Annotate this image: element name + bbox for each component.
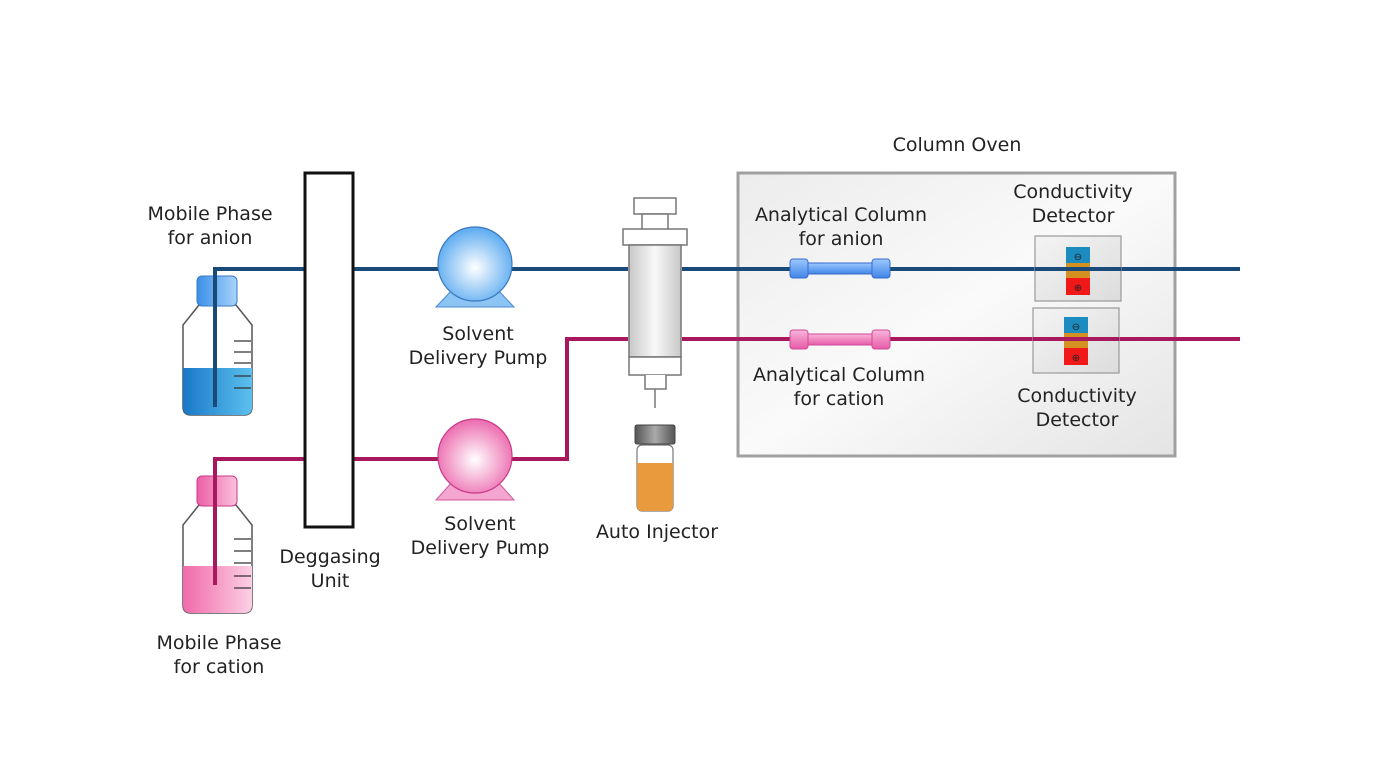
- pump-anion-icon: [434, 226, 516, 308]
- mobile-phase-anion-label-1: Mobile Phase: [147, 203, 272, 225]
- detector-anion-icon: ⊖ ⊕: [1034, 235, 1122, 302]
- detector-cation-label-1: Conductivity: [1017, 385, 1136, 407]
- detector-cation-label-2: Detector: [1036, 409, 1119, 431]
- pump-cation-label-2: Delivery Pump: [411, 537, 550, 559]
- degassing-unit-label-1: Deggasing: [279, 546, 380, 568]
- column-cation-label-2: for cation: [794, 388, 885, 410]
- degassing-unit: [303, 171, 355, 529]
- column-anion-icon: [789, 258, 891, 279]
- pump-anion-label-1: Solvent: [442, 323, 513, 345]
- detector-anion-negative-symbol: ⊖: [1074, 252, 1082, 263]
- column-cation-icon: [789, 329, 891, 350]
- pump-cation-label-1: Solvent: [444, 513, 515, 535]
- mobile-phase-cation-label-1: Mobile Phase: [156, 632, 281, 654]
- degassing-unit-label-2: Unit: [311, 570, 350, 592]
- pump-anion-label-2: Delivery Pump: [409, 347, 548, 369]
- mobile-phase-anion-label-2: for anion: [168, 227, 253, 249]
- column-cation-label-1: Analytical Column: [753, 364, 925, 386]
- detector-cation-positive-symbol: ⊕: [1072, 353, 1080, 364]
- auto-injector-label: Auto Injector: [596, 521, 718, 543]
- detector-anion-positive-symbol: ⊕: [1074, 283, 1082, 294]
- mobile-phase-cation-label-2: for cation: [174, 656, 265, 678]
- mobile-phase-cation-bottle: [182, 459, 253, 614]
- detector-cation-icon: ⊖ ⊕: [1032, 307, 1120, 374]
- pump-cation-icon: [434, 418, 516, 501]
- detector-anion-label-1: Conductivity: [1013, 181, 1132, 203]
- auto-injector-icon: [622, 197, 688, 408]
- column-oven-label: Column Oven: [893, 134, 1022, 156]
- sample-vial-icon: [634, 424, 676, 512]
- mobile-phase-anion-bottle: [182, 269, 253, 416]
- column-anion-label-1: Analytical Column: [755, 204, 927, 226]
- detector-anion-label-2: Detector: [1032, 205, 1115, 227]
- column-anion-label-2: for anion: [799, 228, 884, 250]
- detector-cation-negative-symbol: ⊖: [1072, 322, 1080, 333]
